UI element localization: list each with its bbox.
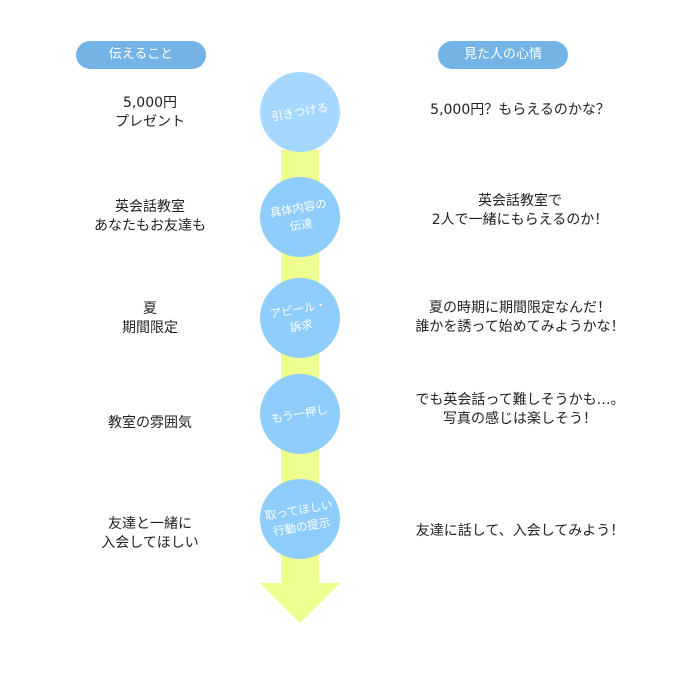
- stage-circle-4: もう一押し: [260, 374, 340, 454]
- message-5: 友達と一緒に 入会してほしい: [101, 516, 199, 551]
- header-message: 伝えること: [76, 41, 206, 69]
- stage-circle-3: アピール・ 訴求: [260, 278, 340, 358]
- stage-circle-2: 具体内容の 伝達: [260, 177, 340, 257]
- stage-label: もう一押し: [270, 401, 330, 426]
- feeling-1: 5,000円？もらえるのかな？: [430, 102, 610, 118]
- message-1: 5,000円 プレゼント: [115, 95, 185, 130]
- message-4: 教室の雰囲気: [108, 415, 192, 431]
- message-3: 夏 期間限定: [122, 301, 178, 336]
- stage-label: 具体内容の 伝達: [268, 196, 329, 234]
- feeling-4: でも英会話って難しそうかも…。 写真の感じは楽しそう！: [415, 392, 625, 427]
- feeling-2: 英会話教室で 2人で一緒にもらえるのか！: [431, 193, 609, 228]
- stage-label: アピール・ 訴求: [268, 297, 329, 335]
- header-feeling: 見た人の心情: [438, 41, 568, 69]
- message-2: 英会話教室 あなたもお友達も: [94, 199, 206, 234]
- feeling-3: 夏の時期に期間限定なんだ！ 誰かを誘って始めてみようかな！: [415, 300, 625, 335]
- stage-circle-1: 引きつける: [260, 72, 340, 152]
- stage-label: 取ってほしい 行動の提示: [263, 497, 334, 539]
- stage-circle-5: 取ってほしい 行動の提示: [260, 479, 340, 559]
- stage-label: 引きつける: [270, 99, 330, 124]
- feeling-5: 友達に話して、入会してみよう！: [415, 523, 625, 539]
- flow-arrow-head: [260, 583, 340, 623]
